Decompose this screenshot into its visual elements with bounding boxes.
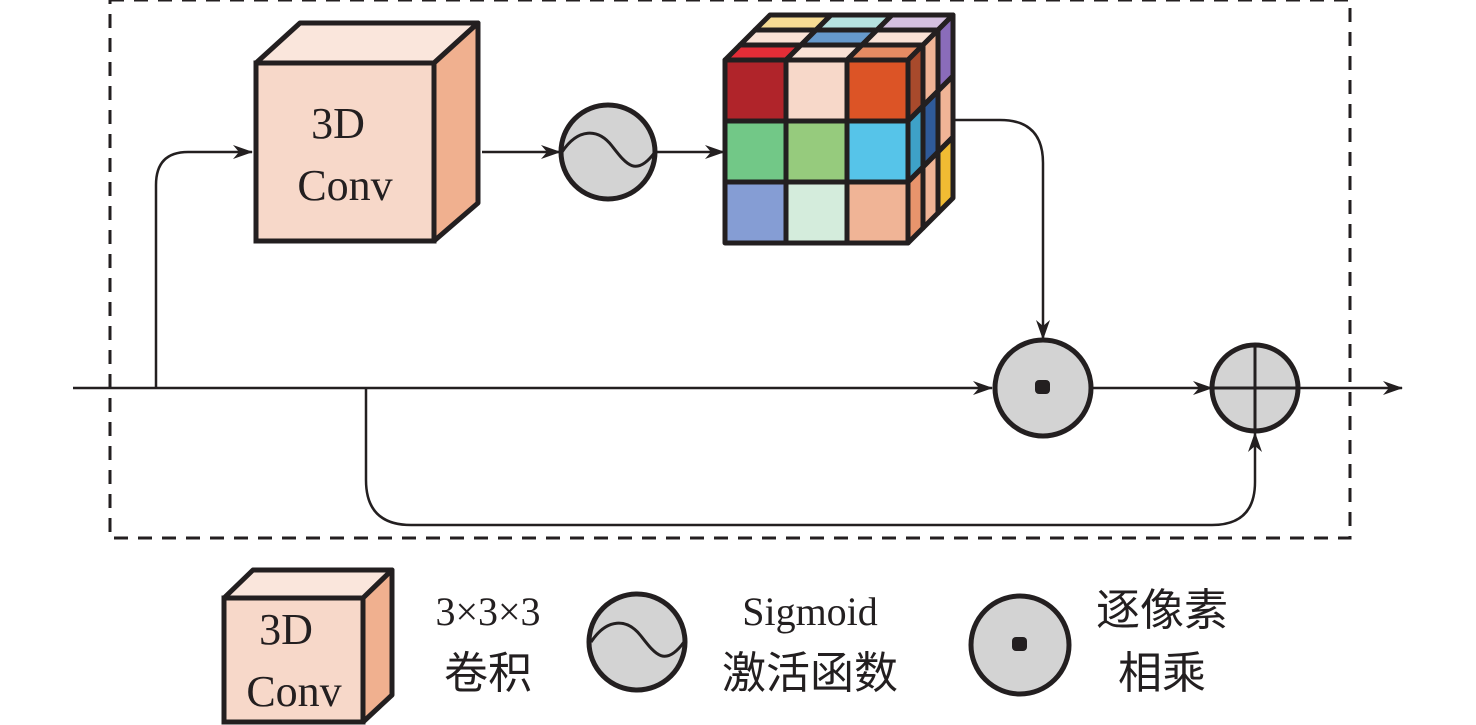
cube-front-cell: [783, 179, 850, 246]
legend-conv-icon-line1: 3D: [259, 605, 313, 654]
add-node: [1209, 342, 1301, 434]
legend-sigmoid-label-line1: Sigmoid: [742, 589, 878, 634]
cube-front-cell: [722, 118, 789, 185]
sigmoid-node: [558, 102, 658, 202]
legend-sigmoid-icon: [586, 591, 688, 693]
cube-front-cell: [783, 118, 850, 185]
attention-cube: [722, 12, 956, 246]
legend-conv-label-line1: 3×3×3: [435, 589, 540, 634]
conv3d-side-face: [431, 20, 481, 244]
cube-to-multiply-arrow: [955, 118, 1050, 340]
cube-front-cell: [844, 179, 911, 246]
cube-right-cell: [935, 134, 956, 216]
sigmoid-wave-icon: [560, 131, 657, 168]
legend-multiply-label-line2: 相乘: [1118, 649, 1206, 698]
conv3d-label-line1: 3D: [311, 99, 365, 148]
cube-front-cell: [783, 57, 850, 124]
legend-conv-label-line2: 卷积: [444, 649, 532, 698]
conv3d-label-line2: Conv: [297, 161, 392, 210]
conv3d-front-face: [253, 60, 437, 244]
cube-front-cell: [844, 57, 911, 124]
legend-sigmoid-label-line2: 激活函数: [722, 649, 898, 698]
legend-multiply-label-line1: 逐像素: [1096, 586, 1228, 635]
branch-to-conv: [154, 145, 253, 388]
residual-skip-path: [364, 388, 1262, 527]
legend: 3D Conv 3×3×3 卷积 Sigmoid 激活函数 逐像素 相乘: [221, 567, 1228, 725]
cube-front-cell: [844, 118, 911, 185]
cube-front-cell: [722, 179, 789, 246]
cube-front-cell: [722, 57, 789, 124]
legend-conv-icon-line2: Conv: [246, 667, 341, 716]
conv3d-block: 3D Conv: [253, 20, 481, 244]
legend-conv-icon: 3D Conv: [221, 567, 395, 725]
multiply-node: [992, 337, 1094, 439]
sigmoid-circle: [558, 102, 658, 202]
legend-multiply-icon: [968, 593, 1072, 697]
multiply-dot-icon: [1035, 380, 1050, 394]
